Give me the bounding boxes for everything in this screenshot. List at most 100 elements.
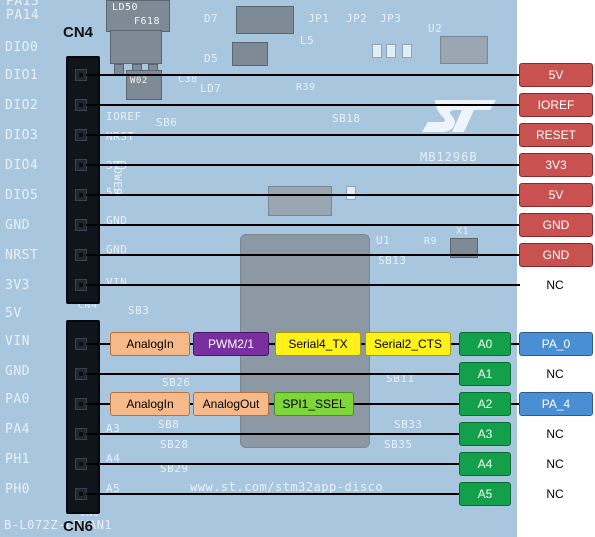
silk-url: www.st.com/stm32app-disco: [190, 480, 384, 494]
silk-sb8: SB8: [158, 418, 180, 431]
jumper-pad: [402, 44, 412, 58]
silk-pa4: PA4: [5, 422, 30, 437]
silk-u2: U2: [428, 22, 443, 35]
silk-vin: VIN: [5, 334, 30, 349]
silk-r39: R39: [296, 82, 316, 93]
cn6-header: [66, 320, 100, 514]
arduino-pin-label: A0: [459, 332, 511, 356]
cn6-title: CN6: [63, 518, 94, 535]
port-label: PA_0: [519, 332, 593, 356]
silk-sb13: SB13: [378, 254, 407, 267]
port-wire: [511, 403, 519, 405]
silk-gnd2: GND: [5, 364, 30, 379]
arduino-pin-label: A5: [459, 482, 511, 506]
cn4-title: CN4: [63, 24, 94, 41]
cn6-pin: [75, 488, 87, 500]
capacitor-array: [268, 186, 332, 216]
arduino-pin-label: A3: [459, 422, 511, 446]
silk-c38: C38: [178, 74, 198, 85]
cn4-wire: [86, 74, 520, 76]
silk-ld7: LD7: [200, 82, 222, 95]
cn6-wire: [86, 343, 460, 345]
function-label: AnalogOut: [193, 392, 269, 416]
silk-a3: A3: [106, 422, 121, 435]
silk-nrst: NRST: [5, 248, 39, 263]
silk-dio4: DIO4: [5, 158, 39, 173]
cn4-wire: [86, 164, 520, 166]
silk-a4: A4: [106, 452, 121, 465]
cn4-power-label: GND: [519, 243, 593, 267]
silk-gnd: GND: [5, 218, 30, 233]
silk-sb11: SB11: [386, 372, 415, 385]
silk-ioref: IOREF: [106, 110, 142, 123]
silk-sb6: SB6: [156, 116, 178, 129]
cn6-pin: [75, 338, 87, 350]
arduino-pin-label: A2: [459, 392, 511, 416]
st-logo: [422, 100, 496, 132]
capacitor-pad: [346, 186, 356, 200]
port-wire: [511, 343, 519, 345]
cn6-wire: [86, 493, 460, 495]
cn4-wire: [86, 104, 520, 106]
crystal-x1: [450, 238, 478, 258]
silk-jp3: JP3: [380, 12, 402, 25]
silk-dio5: DIO5: [5, 188, 39, 203]
silk-r9: R9: [424, 236, 438, 247]
function-label: AnalogIn: [110, 332, 190, 356]
silk-ph1: PH1: [5, 452, 30, 467]
silk-x1: X1: [456, 226, 470, 237]
diode-d5: [232, 42, 268, 66]
silk-vin-b: VIN: [106, 276, 128, 289]
cn4-header: [66, 56, 100, 304]
cn4-pin: [75, 189, 87, 201]
silk-d7: D7: [204, 12, 219, 25]
cn4-wire: [86, 224, 520, 226]
silk-a5: A5: [106, 482, 121, 495]
cn4-power-label: 5V: [519, 183, 593, 207]
silk-5v: 5V: [5, 306, 22, 321]
cn4-power-label: IOREF: [519, 93, 593, 117]
cn4-wire: [86, 254, 520, 256]
silk-sb18: SB18: [332, 112, 361, 125]
silk-sb35: SB35: [384, 438, 413, 451]
function-label: Serial2_CTS: [365, 332, 451, 356]
jumper-pad: [386, 44, 396, 58]
port-nc-label: NC: [546, 457, 564, 471]
port-nc-label: NC: [546, 487, 564, 501]
cn4-power-label: 3V3: [519, 153, 593, 177]
function-label: AnalogIn: [110, 392, 190, 416]
cn6-wire: [86, 373, 460, 375]
silk-dio3: DIO3: [5, 128, 39, 143]
silk-jp2: JP2: [346, 12, 368, 25]
silk-model: B-L072Z-LRWAN1: [4, 518, 113, 532]
port-label: PA_4: [519, 392, 593, 416]
cn4-wire: [86, 194, 520, 196]
cn6-wire: [86, 433, 460, 435]
cn4-wire: [86, 134, 520, 136]
cn6-wire: [86, 403, 460, 405]
regulator-tab: [110, 30, 162, 64]
silk-sb3: SB3: [128, 304, 150, 317]
silk-pa0: PA0: [5, 392, 30, 407]
function-label: PWM2/1: [193, 332, 269, 356]
silk-u1: U1: [376, 234, 391, 247]
silk-ph0: PH0: [5, 482, 30, 497]
silk-sb28: SB28: [160, 438, 189, 451]
silk-sb29: SB29: [160, 462, 189, 475]
silk-pa14: PA14: [6, 8, 40, 23]
silk-dio1: DIO1: [5, 68, 39, 83]
silk-dio2: DIO2: [5, 98, 39, 113]
cn4-power-label: RESET: [519, 123, 593, 147]
cn4-nc-label: NC: [546, 278, 564, 292]
silk-l5: L5: [300, 34, 315, 47]
cn6-wire: [86, 463, 460, 465]
ic-u2: [440, 36, 488, 64]
silk-d5: D5: [204, 52, 219, 65]
port-nc-label: NC: [546, 367, 564, 381]
silk-sb26: SB26: [162, 376, 191, 389]
silk-nrst2: NRST: [106, 130, 135, 143]
silk-gnd-a: GND: [106, 214, 128, 227]
silk-w02: W02: [130, 76, 148, 86]
cn4-power-label: GND: [519, 213, 593, 237]
silk-ld50: LD50: [112, 2, 139, 13]
